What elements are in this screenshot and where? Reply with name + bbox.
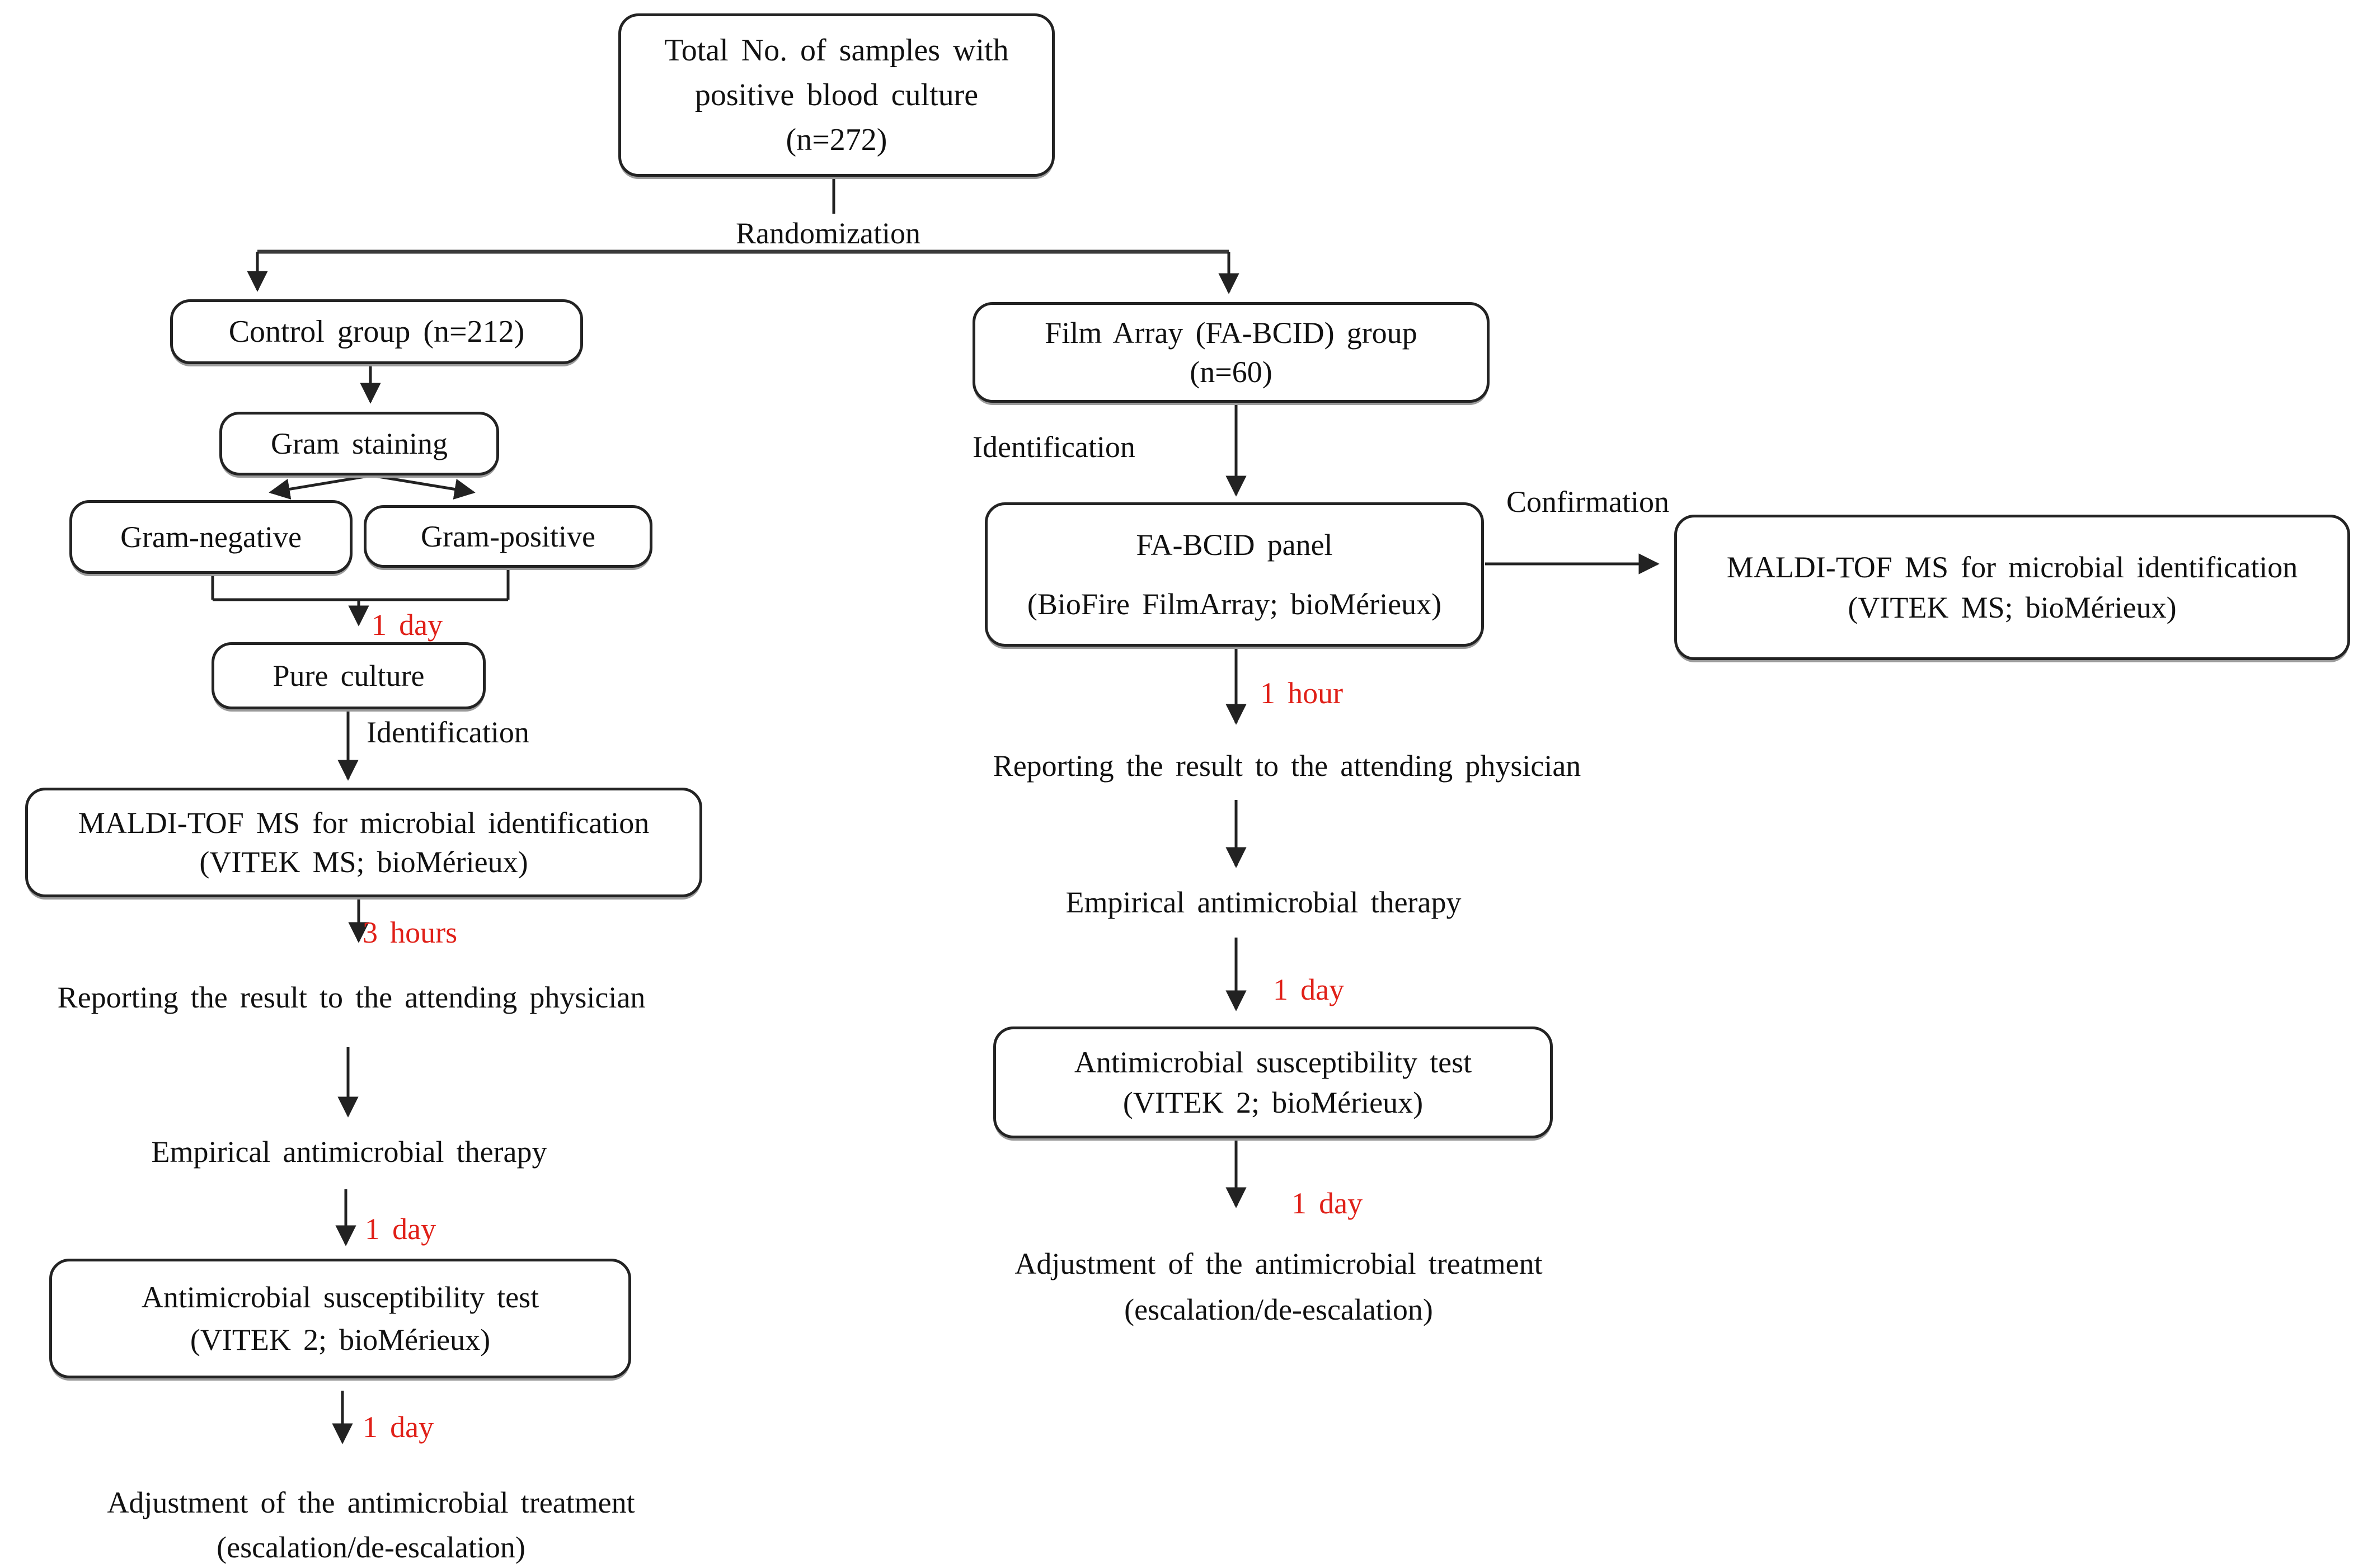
fabcid-panel-line2: (BioFire FilmArray; bioMérieux): [1027, 587, 1442, 621]
delay-1day-ast-right: 1 day: [1273, 973, 1345, 1006]
reporting-label-right: Reporting the result to the attending ph…: [993, 749, 1581, 783]
ast-box-left: Antimicrobial susceptibility test (VITEK…: [49, 1259, 631, 1378]
ast-box-right: Antimicrobial susceptibility test (VITEK…: [993, 1027, 1553, 1138]
delay-3hours-label: 3 hours: [363, 916, 458, 949]
control-group-label: Control group (n=212): [228, 314, 525, 349]
identification-label-right: Identification: [973, 430, 1135, 464]
maldi-tof-box-left: MALDI-TOF MS for microbial identificatio…: [25, 788, 702, 897]
randomization-label: Randomization: [736, 216, 920, 250]
reporting-label-left: Reporting the result to the attending ph…: [57, 981, 646, 1014]
filmarray-group-box: Film Array (FA-BCID) group (n=60): [973, 302, 1490, 403]
maldi-tof-box-right: MALDI-TOF MS for microbial identificatio…: [1674, 515, 2350, 660]
adjustment-left-line2: (escalation/de-escalation): [217, 1531, 525, 1564]
adjustment-right-line2: (escalation/de-escalation): [1124, 1293, 1433, 1326]
pure-culture-label: Pure culture: [273, 659, 425, 693]
empirical-therapy-label-right: Empirical antimicrobial therapy: [1065, 886, 1462, 919]
arrow-gramstain-to-grampos: [371, 474, 476, 500]
total-samples-count: (n=272): [786, 123, 887, 157]
fabcid-panel-box: FA-BCID panel (BioFire FilmArray; bioMér…: [985, 502, 1484, 647]
adjustment-label-right: Adjustment of the antimicrobial treatmen…: [915, 1241, 1642, 1332]
gram-negative-box: Gram-negative: [69, 500, 353, 574]
total-samples-box: Total No. of samples with positive blood…: [618, 13, 1055, 177]
total-samples-line2: positive blood culture: [694, 78, 979, 112]
ast-left-line2: (VITEK 2; bioMérieux): [190, 1323, 491, 1357]
gram-staining-box: Gram staining: [219, 412, 499, 475]
delay-1hour-label: 1 hour: [1260, 676, 1344, 710]
maldi-right-line1: MALDI-TOF MS for microbial identificatio…: [1726, 550, 2298, 584]
confirmation-label: Confirmation: [1506, 485, 1669, 519]
gram-positive-label: Gram-positive: [421, 520, 595, 553]
delay-1day-pure-culture: 1 day: [372, 608, 443, 642]
adjustment-label-left: Adjustment of the antimicrobial treatmen…: [21, 1480, 721, 1568]
adjustment-left-line1: Adjustment of the antimicrobial treatmen…: [107, 1486, 635, 1519]
control-group-box: Control group (n=212): [170, 299, 583, 364]
empirical-therapy-label-left: Empirical antimicrobial therapy: [151, 1135, 547, 1169]
fabcid-panel-line1: FA-BCID panel: [1136, 528, 1333, 562]
gram-negative-label: Gram-negative: [120, 520, 302, 554]
delay-1day-adjustment-right: 1 day: [1291, 1186, 1363, 1220]
delay-1day-adjustment-left: 1 day: [363, 1410, 434, 1444]
ast-left-line1: Antimicrobial susceptibility test: [141, 1280, 539, 1314]
gram-staining-label: Gram staining: [270, 427, 448, 460]
ast-right-line1: Antimicrobial susceptibility test: [1074, 1046, 1472, 1079]
gram-positive-box: Gram-positive: [364, 505, 652, 568]
filmarray-group-line1: Film Array (FA-BCID) group: [1045, 316, 1417, 350]
total-samples-line1: Total No. of samples with: [664, 33, 1009, 68]
maldi-left-line1: MALDI-TOF MS for microbial identificatio…: [78, 806, 650, 840]
pure-culture-box: Pure culture: [212, 642, 486, 709]
arrow-gramstain-to-gramneg: [269, 474, 372, 500]
adjustment-right-line1: Adjustment of the antimicrobial treatmen…: [1014, 1247, 1543, 1280]
ast-right-line2: (VITEK 2; bioMérieux): [1122, 1086, 1424, 1119]
maldi-left-line2: (VITEK MS; bioMérieux): [199, 845, 528, 879]
identification-label-left: Identification: [367, 715, 529, 749]
maldi-right-line2: (VITEK MS; bioMérieux): [1848, 591, 2177, 624]
filmarray-group-count: (n=60): [1190, 355, 1272, 389]
delay-1day-ast-left: 1 day: [365, 1212, 436, 1246]
